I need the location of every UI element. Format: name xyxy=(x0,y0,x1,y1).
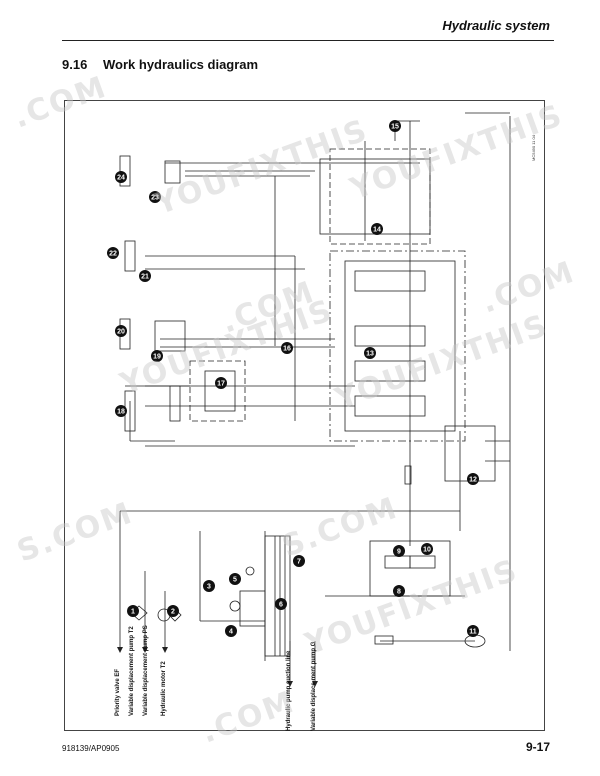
callout-21-label: 21 xyxy=(141,274,149,281)
callout-13-label: 13 xyxy=(366,351,374,358)
callout-9 xyxy=(393,545,405,557)
callout-19-label: 19 xyxy=(153,354,161,361)
callout-3-label: 3 xyxy=(207,584,211,591)
callout-1-label: 1 xyxy=(131,609,135,616)
port-label-var-pump-ps: Variable displacement pump PS xyxy=(143,625,149,716)
callout-15-label: 15 xyxy=(391,124,399,131)
callout-6-label: 6 xyxy=(279,602,283,609)
callout-14 xyxy=(371,223,383,235)
header-title: Hydraulic system xyxy=(442,18,550,33)
port-label-motor-t2: Hydraulic motor T2 xyxy=(161,661,167,716)
port-label-suction-line: Hydraulic pump suction line xyxy=(286,650,292,731)
callout-6 xyxy=(275,598,287,610)
callout-8 xyxy=(393,585,405,597)
footer-page-number: 9-17 xyxy=(525,740,550,754)
callout-21 xyxy=(139,270,151,282)
hydraulics-diagram: 1 2 3 4 5 6 7 8 9 10 11 12 13 1 xyxy=(64,100,545,731)
callout-24 xyxy=(115,171,127,183)
callout-1 xyxy=(127,605,139,617)
drawing-code: MC5490 11 04 xyxy=(531,134,536,161)
hydraulics-schematic: 1 2 3 4 5 6 7 8 9 10 11 12 13 1 xyxy=(107,112,536,731)
callout-18-label: 18 xyxy=(117,409,125,416)
callout-22-label: 22 xyxy=(109,251,117,258)
callout-3 xyxy=(203,580,215,592)
callout-14-label: 14 xyxy=(373,227,381,234)
callout-16-label: 16 xyxy=(283,346,291,353)
footer-doc-code: 918139/AP0905 xyxy=(62,744,120,753)
callout-23-label: 23 xyxy=(151,195,159,202)
callout-5-label: 5 xyxy=(233,577,237,584)
section-number: 9.16 xyxy=(62,57,88,72)
port-label-priority-valve: Priority valve EF xyxy=(115,669,121,716)
callout-2 xyxy=(167,605,179,617)
callout-4-label: 4 xyxy=(229,629,233,636)
callout-20 xyxy=(115,325,127,337)
callout-19 xyxy=(151,350,163,362)
callout-24-label: 24 xyxy=(117,175,125,182)
port-label-var-pump-t2: Variable displacement pump T2 xyxy=(129,626,135,716)
callout-2-label: 2 xyxy=(171,609,175,616)
callout-10 xyxy=(421,543,433,555)
callout-12-label: 12 xyxy=(469,477,477,484)
callout-17 xyxy=(215,377,227,389)
callout-5 xyxy=(229,573,241,585)
callout-4 xyxy=(225,625,237,637)
header-rule xyxy=(62,40,554,41)
callout-13 xyxy=(364,347,376,359)
callout-7-label: 7 xyxy=(297,559,301,566)
callout-11 xyxy=(467,625,479,637)
callout-22 xyxy=(107,247,119,259)
callout-23 xyxy=(149,191,161,203)
callout-20-label: 20 xyxy=(117,329,125,336)
section-title: Work hydraulics diagram xyxy=(103,57,259,72)
callout-17-label: 17 xyxy=(217,381,225,388)
callout-8-label: 8 xyxy=(397,589,401,596)
callout-10-label: 10 xyxy=(423,547,431,554)
port-label-var-pump-g: Variable displace-ment pump G xyxy=(311,641,317,731)
callout-16 xyxy=(281,342,293,354)
callout-15 xyxy=(389,120,401,132)
callout-9-label: 9 xyxy=(397,549,401,556)
callout-7 xyxy=(293,555,305,567)
callout-11-label: 11 xyxy=(469,629,477,636)
callout-18 xyxy=(115,405,127,417)
callout-12 xyxy=(467,473,479,485)
